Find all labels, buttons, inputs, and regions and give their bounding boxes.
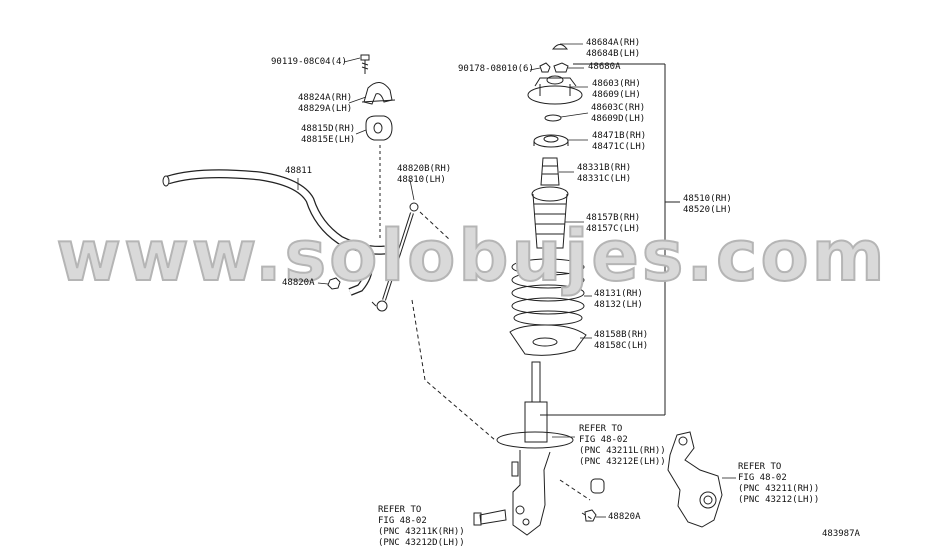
label-48820A-upper: 48820A: [282, 278, 315, 288]
bushing-48815: [365, 115, 393, 141]
label-48510-rh: 48510(RH): [683, 194, 732, 204]
refer-note-bolt: REFER TO FIG 48-02 (PNC 43211K(RH)) (PNC…: [378, 505, 465, 549]
label-48815-rh: 48815D(RH): [301, 124, 356, 134]
steering-knuckle: [667, 431, 723, 528]
label-48603-rh: 48603(RH): [592, 79, 641, 89]
refer-bolt-line4: (PNC 43212D(LH)): [378, 538, 465, 548]
assembly-bracket-48510: [540, 63, 680, 416]
cap-48684: [551, 44, 569, 50]
label-48331-rh: 48331B(RH): [577, 163, 632, 173]
label-48131-rh: 48131(RH): [594, 289, 643, 299]
label-48684-lh: 48684B(LH): [586, 49, 641, 59]
label-48603C: 48603C(RH) 48609D(LH): [591, 103, 645, 125]
label-48331-lh: 48331C(LH): [577, 174, 632, 184]
stabilizer-bar-48811: [162, 169, 386, 296]
spring-seat-48158: [509, 324, 587, 356]
refer-knuckle-line2: FIG 48-02: [738, 473, 787, 483]
refer-strut-line3: (PNC 43211L(RH)): [579, 446, 666, 456]
refer-strut-line2: FIG 48-02: [579, 435, 628, 445]
label-48824: 48824A(RH) 48829A(LH): [298, 93, 352, 115]
label-48157: 48157B(RH) 48157C(LH): [586, 213, 640, 235]
diagram-code: 483987A: [822, 529, 860, 539]
knuckle-bushing: [590, 478, 605, 494]
nut-48680: [553, 62, 569, 73]
label-48603: 48603(RH) 48609(LH): [592, 79, 641, 101]
label-90178: 90178-08010(6): [458, 64, 534, 74]
bracket-48824: [361, 82, 396, 105]
strut-assembly: [496, 361, 574, 536]
label-48824-rh: 48824A(RH): [298, 93, 353, 103]
label-48820B-rh: 48820B(RH): [397, 164, 452, 174]
label-48157-lh: 48157C(LH): [586, 224, 641, 234]
nut-48820A-upper: [327, 277, 341, 290]
label-48684: 48684A(RH) 48684B(LH): [586, 38, 640, 60]
label-48820A-lower: 48820A: [608, 512, 641, 522]
coil-spring-48131: [511, 258, 585, 326]
label-48157-rh: 48157B(RH): [586, 213, 641, 223]
bearing-48471: [533, 134, 569, 148]
label-48609D-lh: 48609D(LH): [591, 114, 646, 124]
refer-knuckle-line3: (PNC 43211(RH)): [738, 484, 820, 494]
refer-note-knuckle: REFER TO FIG 48-02 (PNC 43211(RH)) (PNC …: [738, 462, 819, 506]
label-48158-rh: 48158B(RH): [594, 330, 649, 340]
strut-mount-48603: [527, 75, 583, 105]
watermark: www.solobujes.com: [55, 214, 888, 298]
label-48811: 48811: [285, 166, 313, 176]
refer-knuckle-line4: (PNC 43212(LH)): [738, 495, 820, 505]
label-48603C-rh: 48603C(RH): [591, 103, 646, 113]
label-48824-lh: 48829A(LH): [298, 104, 353, 114]
label-48820B: 48820B(RH) 48810(LH): [397, 164, 451, 186]
refer-bolt-line2: FIG 48-02: [378, 516, 427, 526]
label-48684-rh: 48684A(RH): [586, 38, 641, 48]
refer-bolt-line1: REFER TO: [378, 505, 422, 515]
boot-48157: [531, 186, 569, 249]
bolt-lower: [473, 509, 507, 526]
label-48471-rh: 48471B(RH): [592, 131, 647, 141]
stabilizer-link-48820B: [371, 202, 419, 312]
nut-90178: [539, 62, 551, 73]
refer-strut-line1: REFER TO: [579, 424, 623, 434]
refer-bolt-line3: (PNC 43211K(RH)): [378, 527, 465, 537]
label-48158: 48158B(RH) 48158C(LH): [594, 330, 648, 352]
bumper-48331: [540, 157, 560, 186]
label-48132-lh: 48132(LH): [594, 300, 643, 310]
label-48510: 48510(RH) 48520(LH): [683, 194, 732, 216]
label-48158-lh: 48158C(LH): [594, 341, 649, 351]
label-48810-lh: 48810(LH): [397, 175, 446, 185]
refer-note-strut: REFER TO FIG 48-02 (PNC 43211L(RH)) (PNC…: [579, 424, 666, 468]
label-48471: 48471B(RH) 48471C(LH): [592, 131, 646, 153]
washer-48603C: [544, 114, 562, 122]
label-48815-lh: 48815E(LH): [301, 135, 356, 145]
label-48680: 48680A: [588, 62, 621, 72]
label-90119: 90119-08C04(4): [271, 57, 347, 67]
nut-48820A-lower: [584, 509, 597, 522]
label-48471-lh: 48471C(LH): [592, 142, 647, 152]
label-48520-lh: 48520(LH): [683, 205, 732, 215]
label-48331: 48331B(RH) 48331C(LH): [577, 163, 631, 185]
bolt-90119: [360, 54, 370, 74]
refer-strut-line4: (PNC 43212E(LH)): [579, 457, 666, 467]
refer-knuckle-line1: REFER TO: [738, 462, 782, 472]
leader-lines: [297, 43, 736, 518]
label-48609-lh: 48609(LH): [592, 90, 641, 100]
label-48131: 48131(RH) 48132(LH): [594, 289, 643, 311]
label-48815: 48815D(RH) 48815E(LH): [301, 124, 355, 146]
